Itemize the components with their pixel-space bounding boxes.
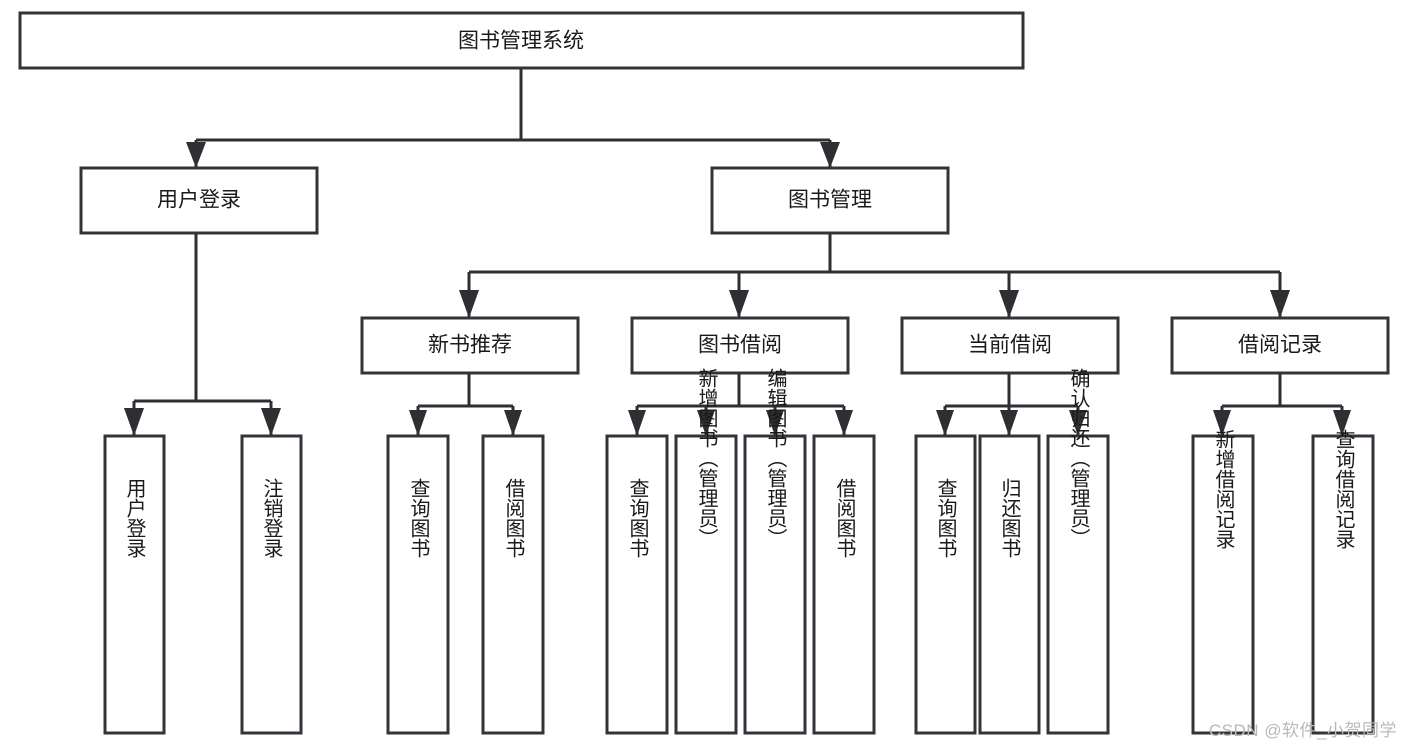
connector-user-login-to-leaf-bus bbox=[132, 233, 273, 436]
arrow-head-borrow-record-leaf-1 bbox=[1213, 410, 1231, 436]
node-borrow-record[interactable]: 借阅记录 bbox=[1170, 316, 1390, 375]
node-borrow-record-box[interactable] bbox=[1170, 316, 1390, 375]
node-root[interactable]: 图书管理系统 bbox=[18, 11, 1025, 70]
arrow-head-new-book-leaf-1 bbox=[409, 410, 427, 436]
node-user-login-box[interactable] bbox=[79, 166, 319, 235]
arrow-head-current-borrow-leaf-3 bbox=[1069, 410, 1087, 436]
connector-root-to-level2-bus bbox=[194, 68, 832, 168]
leaf-current-borrow-1-label: 归还图书 bbox=[998, 478, 1021, 558]
node-new-book-recommend[interactable]: 新书推荐 bbox=[360, 316, 580, 375]
leaf-user-login-0-box[interactable] bbox=[103, 434, 166, 735]
node-root-label: 图书管理系统 bbox=[458, 30, 584, 53]
arrow-head-to-new-book bbox=[459, 290, 479, 318]
leaf-book-borrow-0[interactable]: 查询图书 bbox=[605, 434, 669, 735]
leaf-book-borrow-0-label: 查询图书 bbox=[626, 478, 649, 558]
connector-borrow-record-to-leaf-bus bbox=[1220, 373, 1344, 436]
connector-layer bbox=[124, 68, 1351, 436]
leaf-book-borrow-3-label: 借阅图书 bbox=[833, 478, 856, 558]
node-book-management-box[interactable] bbox=[710, 166, 950, 235]
node-user-login-label: 用户登录 bbox=[157, 189, 241, 212]
arrow-head-book-borrow-leaf-2 bbox=[697, 410, 715, 436]
leaf-current-borrow-2-box[interactable] bbox=[1046, 434, 1110, 735]
node-book-management-label: 图书管理 bbox=[788, 189, 872, 212]
node-book-management[interactable]: 图书管理 bbox=[710, 166, 950, 235]
node-borrow-record-label: 借阅记录 bbox=[1238, 334, 1322, 357]
leaf-current-borrow-1[interactable]: 归还图书 bbox=[978, 434, 1041, 735]
arrow-head-book-borrow-leaf-3 bbox=[766, 410, 784, 436]
leaf-current-borrow-0-box[interactable] bbox=[914, 434, 977, 735]
arrow-head-book-borrow-leaf-4 bbox=[835, 410, 853, 436]
leaf-borrow-record-1-box[interactable] bbox=[1311, 434, 1375, 735]
leaf-book-borrow-1-box[interactable] bbox=[674, 434, 738, 735]
leaf-book-borrow-2-box[interactable] bbox=[743, 434, 807, 735]
node-book-borrow[interactable]: 图书借阅 bbox=[630, 316, 850, 375]
leaf-borrow-record-0[interactable]: 新增借阅记录 bbox=[1191, 429, 1255, 735]
arrow-head-user-login-leaf-2 bbox=[261, 408, 281, 436]
leaf-new-book-1-box[interactable] bbox=[481, 434, 545, 735]
arrow-head-to-current-borrow bbox=[999, 290, 1019, 318]
leaf-book-borrow-1-label: 新增图书（管理员） bbox=[695, 368, 718, 548]
node-new-book-recommend-box[interactable] bbox=[360, 316, 580, 375]
node-user-login[interactable]: 用户登录 bbox=[79, 166, 319, 235]
node-book-borrow-box[interactable] bbox=[630, 316, 850, 375]
connector-book-borrow-to-leaf-bus bbox=[635, 373, 846, 436]
leaf-current-borrow-2[interactable]: 确认归还（管理员） bbox=[1046, 368, 1110, 735]
node-book-borrow-label: 图书借阅 bbox=[698, 334, 782, 357]
leaf-borrow-record-0-label: 新增借阅记录 bbox=[1212, 429, 1235, 549]
leaf-user-login-1-label: 注销登录 bbox=[260, 478, 283, 558]
node-current-borrow[interactable]: 当前借阅 bbox=[900, 316, 1120, 375]
leaf-new-book-0-box[interactable] bbox=[386, 434, 450, 735]
leaf-new-book-1[interactable]: 借阅图书 bbox=[481, 434, 545, 735]
leaf-current-borrow-0-label: 查询图书 bbox=[934, 478, 957, 558]
leaf-current-borrow-0[interactable]: 查询图书 bbox=[914, 434, 977, 735]
node-current-borrow-label: 当前借阅 bbox=[968, 334, 1052, 357]
arrow-head-borrow-record-leaf-2 bbox=[1333, 410, 1351, 436]
leaf-user-login-0[interactable]: 用户登录 bbox=[103, 434, 166, 735]
connector-book-management-to-level3-bus bbox=[467, 233, 1282, 318]
leaf-user-login-1-box[interactable] bbox=[240, 434, 303, 735]
leaf-current-borrow-1-box[interactable] bbox=[978, 434, 1041, 735]
leaf-user-login-1[interactable]: 注销登录 bbox=[240, 434, 303, 735]
arrow-head-to-borrow-record bbox=[1270, 290, 1290, 318]
leaf-new-book-0-label: 查询图书 bbox=[407, 478, 430, 558]
leaf-book-borrow-3-box[interactable] bbox=[812, 434, 876, 735]
arrow-head-user-login-leaf-1 bbox=[124, 408, 144, 436]
arrow-head-current-borrow-leaf-2 bbox=[1000, 410, 1018, 436]
arrow-head-new-book-leaf-2 bbox=[504, 410, 522, 436]
leaf-new-book-0[interactable]: 查询图书 bbox=[386, 434, 450, 735]
leaf-borrow-record-1-label: 查询借阅记录 bbox=[1332, 429, 1355, 549]
leaf-book-borrow-2[interactable]: 编辑图书（管理员） bbox=[743, 368, 807, 735]
node-current-borrow-box[interactable] bbox=[900, 316, 1120, 375]
node-new-book-recommend-label: 新书推荐 bbox=[428, 334, 512, 357]
leaf-new-book-1-label: 借阅图书 bbox=[502, 478, 525, 558]
arrow-head-current-borrow-leaf-1 bbox=[936, 410, 954, 436]
leaf-borrow-record-1[interactable]: 查询借阅记录 bbox=[1311, 429, 1375, 735]
arrow-head-book-borrow-leaf-1 bbox=[628, 410, 646, 436]
leaf-book-borrow-0-box[interactable] bbox=[605, 434, 669, 735]
leaf-book-borrow-1[interactable]: 新增图书（管理员） bbox=[674, 368, 738, 735]
leaf-book-borrow-2-label: 编辑图书（管理员） bbox=[764, 368, 787, 548]
arrow-head-to-book-management bbox=[820, 142, 840, 168]
arrow-head-to-book-borrow bbox=[729, 290, 749, 318]
leaf-book-borrow-3[interactable]: 借阅图书 bbox=[812, 434, 876, 735]
leaf-current-borrow-2-label: 确认归还（管理员） bbox=[1067, 368, 1090, 548]
node-root-box[interactable] bbox=[18, 11, 1025, 70]
leaf-user-login-0-label: 用户登录 bbox=[123, 478, 146, 558]
leaf-borrow-record-0-box[interactable] bbox=[1191, 434, 1255, 735]
arrow-head-to-user-login bbox=[186, 142, 206, 168]
connector-new-book-to-leaf-bus bbox=[416, 373, 515, 436]
